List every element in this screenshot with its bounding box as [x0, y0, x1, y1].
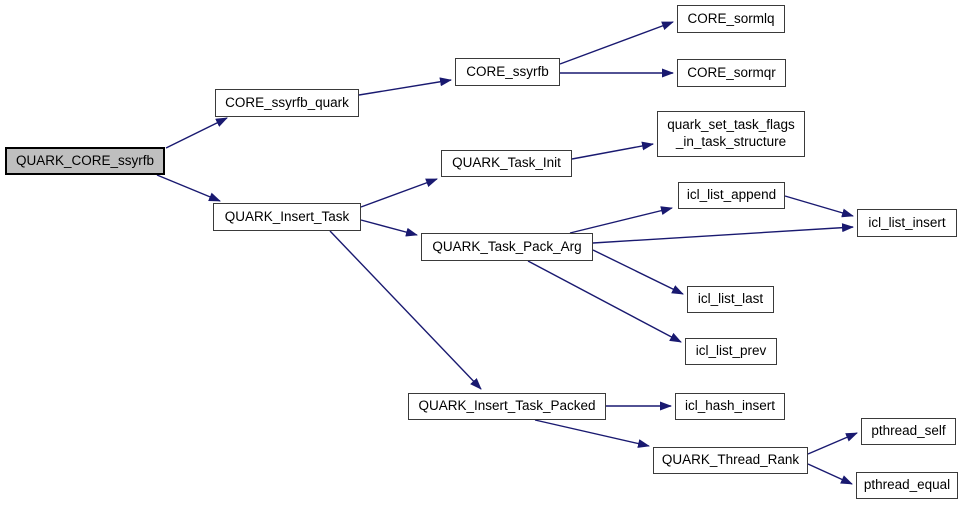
call-edge-QUARK_Insert_Task-to-QUARK_Insert_Task_Packed [329, 230, 482, 390]
graph-node-CORE_ssyrfb_quark[interactable]: CORE_ssyrfb_quark [215, 89, 359, 117]
graph-node-icl_list_insert[interactable]: icl_list_insert [857, 209, 957, 237]
graph-node-icl_list_append[interactable]: icl_list_append [678, 182, 785, 209]
graph-node-quark_set_task_flags[interactable]: quark_set_task_flags _in_task_structure [657, 111, 805, 157]
graph-node-QUARK_Task_Init[interactable]: QUARK_Task_Init [441, 150, 572, 177]
graph-node-icl_hash_insert[interactable]: icl_hash_insert [675, 393, 785, 420]
call-edge-QUARK_Insert_Task-to-QUARK_Task_Init [360, 178, 438, 208]
call-edge-CORE_ssyrfb_quark-to-CORE_ssyrfb [358, 77, 452, 96]
graph-node-pthread_self[interactable]: pthread_self [861, 418, 956, 445]
call-edge-QUARK_Task_Init-to-quark_set_task_flags [571, 141, 654, 160]
call-edge-icl_list_append-to-icl_list_insert [784, 195, 854, 218]
graph-node-QUARK_Insert_Task_Packed[interactable]: QUARK_Insert_Task_Packed [408, 393, 606, 420]
call-edge-QUARK_Task_Pack_Arg-to-icl_list_append [569, 206, 673, 234]
graph-node-CORE_sormlq[interactable]: CORE_sormlq [677, 5, 785, 33]
call-edge-QUARK_Insert_Task-to-QUARK_Task_Pack_Arg [360, 219, 418, 237]
graph-node-QUARK_Task_Pack_Arg[interactable]: QUARK_Task_Pack_Arg [421, 233, 593, 261]
call-edge-QUARK_CORE_ssyrfb-to-QUARK_Insert_Task [156, 174, 221, 202]
call-edge-CORE_ssyrfb-to-CORE_sormlq [559, 21, 674, 65]
graph-node-QUARK_Thread_Rank[interactable]: QUARK_Thread_Rank [653, 447, 808, 474]
graph-node-icl_list_prev[interactable]: icl_list_prev [685, 338, 777, 365]
call-edge-QUARK_Thread_Rank-to-pthread_equal [807, 463, 853, 485]
graph-node-CORE_ssyrfb[interactable]: CORE_ssyrfb [455, 58, 560, 86]
call-edge-QUARK_Thread_Rank-to-pthread_self [807, 432, 858, 455]
graph-node-icl_list_last[interactable]: icl_list_last [687, 286, 774, 313]
graph-node-CORE_sormqr[interactable]: CORE_sormqr [677, 59, 786, 87]
call-edge-QUARK_Task_Pack_Arg-to-icl_list_last [592, 249, 684, 295]
graph-node-pthread_equal[interactable]: pthread_equal [856, 472, 958, 499]
graph-node-QUARK_CORE_ssyrfb: QUARK_CORE_ssyrfb [5, 147, 165, 175]
graph-node-QUARK_Insert_Task[interactable]: QUARK_Insert_Task [213, 203, 361, 231]
call-edge-QUARK_Task_Pack_Arg-to-icl_list_insert [592, 223, 854, 244]
call-edge-QUARK_Task_Pack_Arg-to-icl_list_prev [527, 260, 682, 343]
call-edge-QUARK_Insert_Task_Packed-to-QUARK_Thread_Rank [534, 419, 650, 448]
call-edge-QUARK_CORE_ssyrfb-to-CORE_ssyrfb_quark [165, 117, 228, 149]
